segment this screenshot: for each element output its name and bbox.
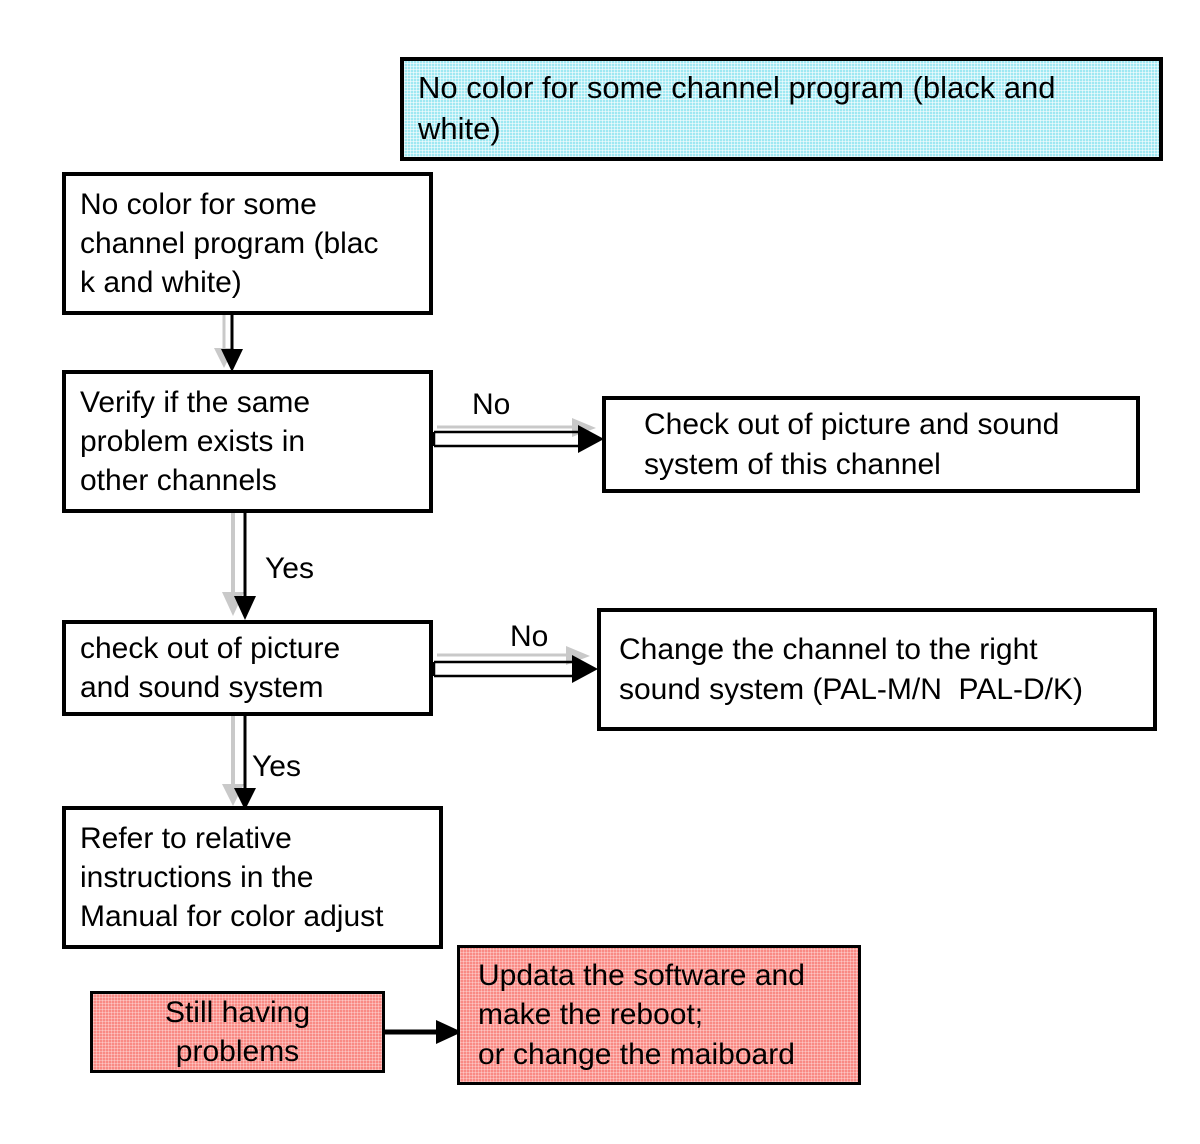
edge-start-to-verify — [214, 315, 243, 372]
node-verify-label: Verify if the same problem exists in oth… — [80, 385, 311, 498]
node-check-this-channel: Check out of picture and sound system of… — [602, 396, 1140, 493]
node-header: No color for some channel program (black… — [400, 57, 1163, 161]
node-verify: Verify if the same problem exists in oth… — [62, 370, 433, 513]
edge-label-verify-yes: Yes — [265, 552, 314, 585]
node-change-channel-label: Change the channel to the right sound sy… — [619, 633, 1084, 706]
node-still-problems-label: Still having problems — [164, 995, 311, 1068]
edge-label-check-system-no: No — [510, 620, 549, 653]
node-check-system: check out of picture and sound system — [62, 620, 433, 716]
node-change-channel: Change the channel to the right sound sy… — [597, 608, 1157, 731]
node-header-label: No color for some channel program (black… — [418, 70, 1056, 146]
node-refer-manual-label: Refer to relative instructions in the Ma… — [80, 821, 384, 934]
edge-label-verify-no: No — [472, 388, 511, 421]
node-check-system-label: check out of picture and sound system — [80, 631, 341, 704]
edge-check-system-yes — [222, 715, 256, 810]
node-update-software: Updata the software and make the reboot;… — [457, 945, 861, 1085]
node-start: No color for some channel program (blac … — [62, 172, 433, 315]
edge-label-check-system-yes: Yes — [252, 750, 301, 783]
node-refer-manual: Refer to relative instructions in the Ma… — [62, 806, 443, 949]
edge-verify-yes — [222, 512, 256, 620]
edge-verify-no — [432, 418, 604, 453]
node-update-software-label: Updata the software and make the reboot;… — [478, 959, 805, 1071]
edge-still-problems-to-update — [385, 1020, 462, 1044]
node-start-label: No color for some channel program (blac … — [80, 187, 379, 300]
node-check-this-channel-label: Check out of picture and sound system of… — [644, 408, 1060, 481]
node-still-problems: Still having problems — [90, 991, 385, 1073]
